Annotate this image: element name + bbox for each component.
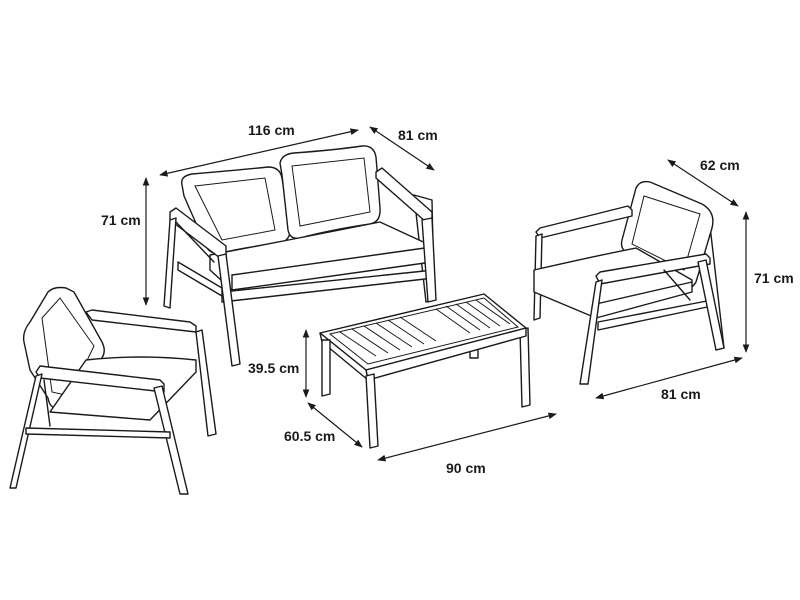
armchair-width-label: 81 cm [661,386,701,402]
armchair-depth-label: 62 cm [700,157,740,173]
coffee-table [319,293,531,449]
table-width-label: 90 cm [446,460,486,476]
sofa-depth-label: 81 cm [398,127,438,143]
armchair-height-label: 71 cm [754,270,794,286]
dimension-lines [142,126,750,462]
sofa-height-label: 71 cm [101,212,141,228]
armchair-left [9,286,217,495]
table-depth-label: 60.5 cm [284,428,336,444]
armchair-right [533,180,725,385]
table-height-label: 39.5 cm [248,360,300,376]
sofa-width-label: 116 cm [248,122,295,138]
sofa [163,145,437,367]
